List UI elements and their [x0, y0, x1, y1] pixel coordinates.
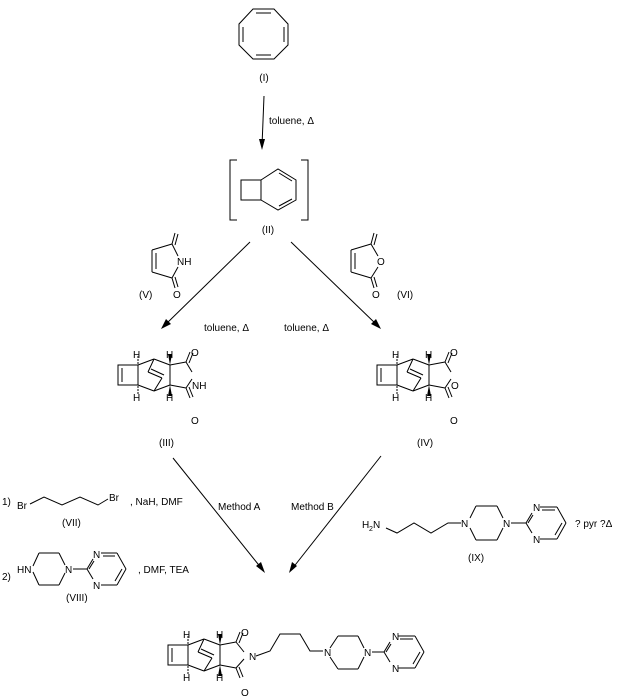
- compound-IX-structure: [385, 505, 567, 541]
- compound-IV-O-ring: O: [451, 381, 459, 392]
- compound-IX-label: (IX): [468, 553, 484, 564]
- compound-VIII-structure: [32, 552, 127, 586]
- reagent2-conditions: , DMF, TEA: [138, 565, 189, 576]
- compound-III-H-tl: H: [133, 350, 140, 361]
- product-N-pip2: N: [364, 648, 371, 659]
- condition-method-a: Method A: [218, 502, 261, 513]
- compound-VII-Br-left: Br: [17, 501, 28, 512]
- compound-III-O-bot: O: [191, 416, 199, 427]
- compound-VIII-N3: N: [93, 581, 100, 592]
- product-H-br: H: [216, 673, 223, 684]
- condition-to-III: toluene, Δ: [204, 323, 249, 334]
- compound-VI-label: (VI): [397, 290, 413, 301]
- compound-III-label: (III): [159, 438, 174, 449]
- condition-method-b: Method B: [291, 502, 334, 513]
- compound-VIII-N1: N: [65, 565, 72, 576]
- compound-VII-label: (VII): [62, 518, 81, 529]
- compound-VI-O-ring: O: [377, 257, 385, 268]
- compound-IV-H-br: H: [425, 393, 432, 404]
- compound-I-label: (I): [259, 73, 268, 84]
- compound-V-O: O: [173, 290, 181, 301]
- reagent1-conditions: , NaH, DMF: [130, 497, 183, 508]
- compound-III-O-top: O: [191, 348, 199, 359]
- compound-VI-structure: [350, 232, 379, 289]
- product-H-bl: H: [183, 673, 190, 684]
- arrow-method-b: [289, 455, 382, 573]
- compound-IV-H-bl: H: [392, 393, 399, 404]
- compound-VII-Br-right: Br: [109, 493, 120, 504]
- compound-VII-chain: [29, 496, 109, 506]
- compound-VIII-label: (VIII): [66, 593, 88, 604]
- compound-IX-H: H: [362, 520, 369, 531]
- compound-III-structure: [117, 351, 194, 399]
- product-structure: [167, 631, 425, 679]
- arrow-II-to-III: [161, 241, 251, 329]
- compound-III-NH: NH: [192, 381, 206, 392]
- arrow-II-to-IV: [290, 241, 381, 329]
- compound-IV-O-bot: O: [450, 416, 458, 427]
- product-N-imide: N: [249, 652, 256, 663]
- compound-IX-NH2-N: N: [373, 520, 380, 531]
- compound-III-H-bl: H: [133, 393, 140, 404]
- product-N-pyr2: N: [392, 664, 399, 675]
- reagent2-prefix: 2): [2, 572, 11, 583]
- compound-IX-N4: N: [533, 535, 540, 546]
- compound-V-structure: [151, 232, 179, 289]
- arrow-method-a: [172, 457, 265, 573]
- compound-IV-structure: [376, 351, 453, 399]
- compound-IX-subscript: 2: [369, 526, 373, 533]
- product-O-bot: O: [241, 688, 249, 699]
- compound-IX-N3: N: [533, 503, 540, 514]
- compound-IV-label: (IV): [417, 438, 433, 449]
- compound-V-NH: NH: [177, 257, 191, 268]
- compound-III-H-tr: H: [166, 350, 173, 361]
- compound-II-structure: [229, 159, 309, 221]
- compound-VI-O: O: [372, 290, 380, 301]
- product-N-pip1: N: [324, 648, 331, 659]
- compound-I-structure: [238, 8, 289, 60]
- compound-IX-N1: N: [461, 519, 468, 530]
- compound-II-label: (II): [262, 225, 274, 236]
- condition-IX: ? pyr ?Δ: [575, 519, 613, 530]
- compound-VIII-N2: N: [93, 550, 100, 561]
- arrow-I-to-II: [259, 95, 265, 150]
- product-O-top: O: [241, 628, 249, 639]
- compound-VIII-HN: HN: [17, 565, 31, 576]
- compound-V-label: (V): [139, 290, 152, 301]
- product-N-pyr1: N: [392, 632, 399, 643]
- compound-IV-O-top: O: [450, 348, 458, 359]
- compound-IX-N2: N: [503, 519, 510, 530]
- reagent1-prefix: 1): [2, 497, 11, 508]
- condition-to-IV: toluene, Δ: [284, 323, 329, 334]
- compound-III-H-br: H: [166, 393, 173, 404]
- compound-IV-H-tr: H: [425, 350, 432, 361]
- compound-IV-H-tl: H: [392, 350, 399, 361]
- product-H-tr: H: [216, 630, 223, 641]
- product-H-tl: H: [183, 630, 190, 641]
- condition-step1: toluene, Δ: [269, 116, 314, 127]
